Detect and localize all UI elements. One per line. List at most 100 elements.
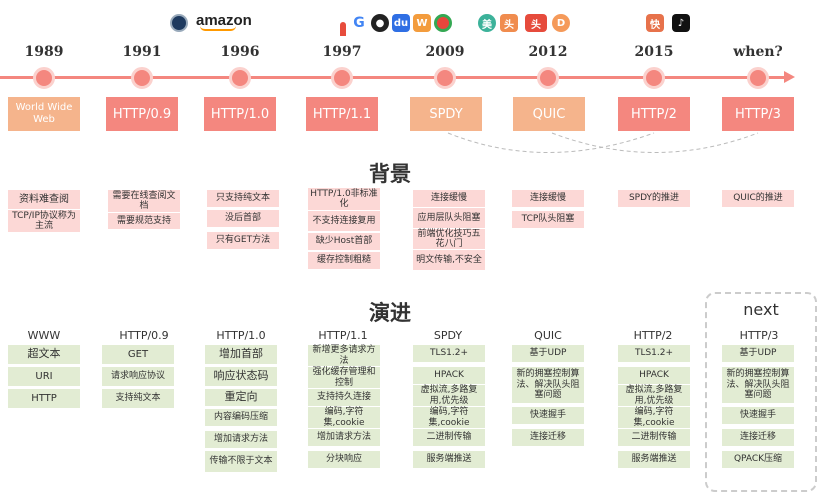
year-label: 2015: [634, 44, 674, 60]
didi-icon: D: [552, 14, 570, 32]
evolution-item: 快速握手: [722, 407, 794, 424]
version-box-http2: HTTP/2: [618, 97, 690, 131]
jinri-toutiao-icon: 头: [525, 14, 547, 32]
background-item: 连接缓慢: [413, 190, 485, 207]
evolution-column-header: HTTP/1.0: [216, 329, 266, 342]
evolution-item: 强化缓存管理和控制: [308, 367, 380, 388]
timeline-dot: [131, 67, 153, 89]
evolution-column-header: WWW: [27, 329, 61, 342]
version-box-http11: HTTP/1.1: [306, 97, 378, 131]
evolution-item: 内容编码压缩: [205, 409, 277, 426]
background-item: 只支持纯文本: [207, 190, 279, 207]
evolution-column-header: HTTP/3: [739, 329, 779, 342]
evolution-item: 基于UDP: [722, 345, 794, 362]
timeline-dot: [537, 67, 559, 89]
qq-icon: ●: [371, 14, 389, 32]
timeline-dot: [643, 67, 665, 89]
browser-compass-icon: [170, 14, 188, 32]
evolution-item: 基于UDP: [512, 345, 584, 362]
evolution-item: QPACK压缩: [722, 451, 794, 468]
background-item: 缺少Host首部: [308, 233, 380, 250]
version-box-http09: HTTP/0.9: [106, 97, 178, 131]
evolution-item: 重定向: [205, 389, 277, 406]
evolution-column-header: QUIC: [534, 329, 562, 342]
evolution-item: TLS1.2+: [413, 345, 485, 362]
evolution-item: 编码,字符集,cookie: [413, 407, 485, 428]
evolution-item: 连接迁移: [512, 429, 584, 446]
evolution-item: 请求响应协议: [102, 367, 174, 386]
evolution-item: 服务端推送: [618, 451, 690, 468]
timeline-line: [0, 76, 786, 79]
meituan-icon: 美: [478, 14, 496, 32]
evolution-item: 增加首部: [205, 345, 277, 364]
baidu-icon: du: [392, 14, 410, 32]
year-label: 2009: [425, 44, 465, 60]
timeline-arrow-head: [784, 71, 795, 83]
next-frame: [705, 292, 817, 492]
spdy-to-http2-arc: [447, 132, 655, 153]
background-item: 不支持连接复用: [308, 211, 380, 231]
evolution-item: 支持纯文本: [102, 389, 174, 408]
background-item: 明文传输,不安全: [413, 250, 485, 270]
evolution-column-header: HTTP/1.1: [318, 329, 368, 342]
timeline-dot: [331, 67, 353, 89]
evolution-column-header: HTTP/0.9: [119, 329, 169, 342]
background-item: 没后首部: [207, 210, 279, 227]
year-label: 2012: [528, 44, 568, 60]
background-item: 资料难查阅: [8, 190, 80, 209]
background-item: TCP队头阻塞: [512, 211, 584, 228]
chrome-icon: [434, 14, 452, 32]
evolution-column-header: HTTP/2: [633, 329, 673, 342]
timeline-dot: [33, 67, 55, 89]
background-item: QUIC的推进: [722, 190, 794, 207]
evolution-item: 二进制传输: [618, 429, 690, 446]
evolution-item: 服务端推送: [413, 451, 485, 468]
evolution-item: HPACK: [618, 367, 690, 384]
evolution-item: 快速握手: [512, 407, 584, 424]
evolution-item: 增加请求方法: [308, 429, 380, 446]
evolution-column-header: SPDY: [433, 329, 463, 342]
background-item: TCP/IP协议称为主流: [8, 210, 80, 232]
evolution-item: 超文本: [8, 345, 80, 364]
evolution-item: 支持持久连接: [308, 389, 380, 406]
background-section-title: 背景: [369, 162, 411, 186]
quic-to-http3-arc: [551, 132, 759, 153]
next-title: next: [743, 300, 779, 319]
year-label: when?: [733, 44, 783, 60]
weibo-icon: W: [413, 14, 431, 32]
evolution-item: 响应状态码: [205, 367, 277, 386]
background-item: 需要在线查阅文档: [108, 190, 180, 212]
evolution-item: HPACK: [413, 367, 485, 384]
evolution-item: 编码,字符集,cookie: [618, 407, 690, 428]
evolution-item: 增加请求方法: [205, 431, 277, 448]
year-label: 1996: [220, 44, 260, 60]
evolution-item: 新增更多请求方法: [308, 345, 380, 366]
evolution-item: 分块响应: [308, 451, 380, 468]
background-item: 缓存控制粗糙: [308, 252, 380, 269]
evolution-item: 连接迁移: [722, 429, 794, 446]
version-box-http10: HTTP/1.0: [204, 97, 276, 131]
year-label: 1989: [24, 44, 64, 60]
timeline-dot: [747, 67, 769, 89]
amazon-logo: amazon: [196, 12, 252, 31]
timeline-dot: [229, 67, 251, 89]
background-item: 只有GET方法: [207, 232, 279, 249]
evolution-item: 虚拟流,多路复用,优先级: [618, 385, 690, 406]
background-item: 前端优化技巧五花八门: [413, 229, 485, 249]
version-box-http3: HTTP/3: [722, 97, 794, 131]
google-icon: G: [350, 14, 368, 32]
evolution-item: URI: [8, 367, 80, 386]
toutiao-icon: 头: [500, 14, 518, 32]
evolution-item: 新的拥塞控制算法、解决队头阻塞问题: [722, 367, 794, 403]
background-item: HTTP/1.0非标准化: [308, 188, 380, 210]
year-label: 1997: [322, 44, 362, 60]
evolution-item: TLS1.2+: [618, 345, 690, 362]
evolution-item: 新的拥塞控制算法、解决队头阻塞问题: [512, 367, 584, 403]
evolution-item: 传输不限于文本: [205, 451, 277, 472]
evolution-item: GET: [102, 345, 174, 364]
timeline-dot: [434, 67, 456, 89]
evolution-section-title: 演进: [369, 301, 411, 325]
background-item: 连接缓慢: [512, 190, 584, 207]
version-box-spdy: SPDY: [410, 97, 482, 131]
evolution-item: 二进制传输: [413, 429, 485, 446]
